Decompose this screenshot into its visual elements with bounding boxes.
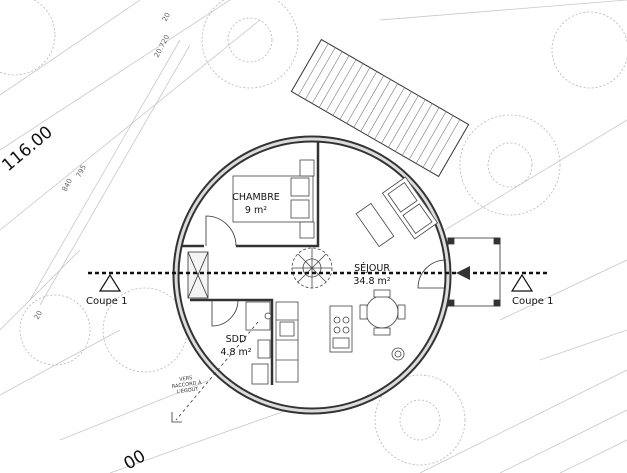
- section-label-left: Coupe 1: [86, 296, 127, 307]
- room-name-bathroom: SDD: [226, 334, 247, 345]
- tree: [399, 399, 441, 441]
- toilet: [251, 363, 269, 385]
- room-area-bathroom: 4.8 m²: [220, 347, 251, 358]
- section-labels: Coupe 1 Coupe 1: [86, 296, 553, 307]
- dimension-label: 795: [75, 163, 88, 179]
- sewer-note-line: VERS: [179, 375, 193, 383]
- sewer-note-line: L'ÉGOUT: [176, 384, 200, 395]
- room-area-living: 34.8 m²: [353, 276, 390, 287]
- kitchen-units: [275, 301, 299, 383]
- tree: [227, 17, 273, 63]
- bathroom-fixtures: [245, 301, 272, 385]
- interior-walls: [182, 142, 320, 385]
- living-furniture: [291, 176, 439, 361]
- kitchen: [275, 301, 353, 383]
- tree: [551, 11, 627, 89]
- room-labels: CHAMBRE 9 m² SÉJOUR 34.8 m² SDD 4.8 m²: [220, 192, 390, 358]
- bedroom-door: [205, 215, 237, 247]
- entry-door: [417, 259, 447, 289]
- tree: [487, 142, 533, 188]
- sink: [257, 339, 271, 359]
- entry-arrow: [456, 266, 470, 280]
- dimension-label: 20: [161, 11, 172, 23]
- tree: [374, 374, 466, 466]
- section-label-right: Coupe 1: [512, 296, 553, 307]
- sewer-note-line: RACCORD À: [171, 379, 202, 390]
- section-line: [88, 266, 548, 292]
- dimension-labels: 840 795 20 20.720 20: [33, 11, 172, 321]
- tree: [0, 0, 56, 76]
- tree: [459, 114, 561, 216]
- bathroom-door: [211, 299, 239, 327]
- stove: [291, 247, 333, 289]
- elevation-label-bottom: 00: [121, 446, 150, 473]
- terrace-deck: [290, 38, 470, 178]
- sewer-note: VERS RACCORD À L'ÉGOUT: [171, 375, 202, 395]
- room-name-bedroom: CHAMBRE: [232, 192, 280, 203]
- tree: [201, 0, 299, 89]
- tree: [19, 294, 91, 366]
- doors: [187, 215, 447, 327]
- bedroom-furniture: [232, 159, 315, 239]
- dimension-label: 20: [33, 309, 44, 321]
- sewer-arrow: [171, 412, 182, 423]
- elevation-label-top: 116.00: [0, 122, 57, 176]
- coffee-table: [355, 202, 395, 248]
- dimension-label: 20.720: [153, 34, 172, 59]
- dining-table: [359, 289, 406, 336]
- room-area-bedroom: 9 m²: [245, 205, 267, 216]
- section-marker-right: [510, 273, 534, 292]
- section-marker-left: [98, 273, 122, 292]
- room-name-living: SÉJOUR: [354, 262, 390, 274]
